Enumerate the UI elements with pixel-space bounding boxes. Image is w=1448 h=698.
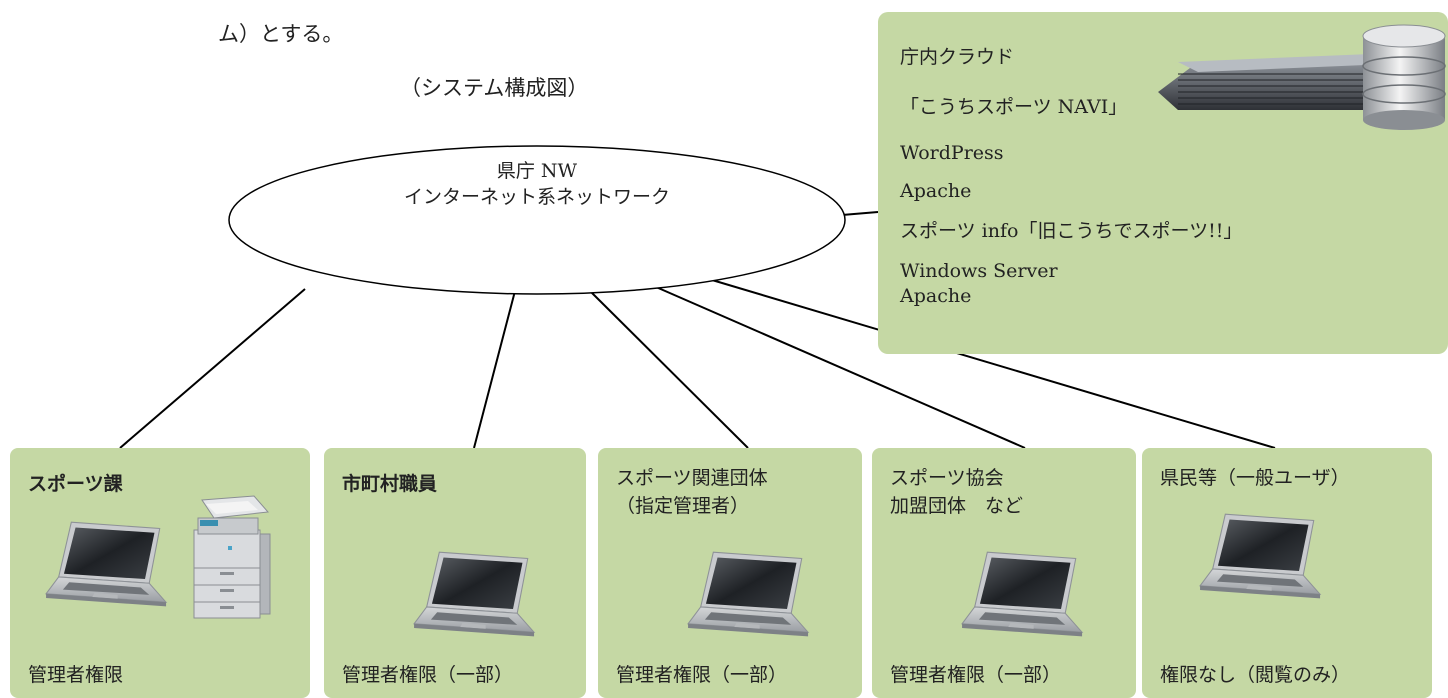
- network-name: 県庁 NW: [496, 160, 578, 182]
- link-sports-organizations: [589, 290, 749, 449]
- link-municipal-staff: [473, 290, 516, 449]
- client-permission: 管理者権限（一部）: [890, 664, 1062, 686]
- link-citizens: [711, 279, 1276, 449]
- laptop-icon: [408, 548, 538, 648]
- client-name: スポーツ関連団体: [616, 467, 768, 489]
- cloud-software-1: WordPress: [900, 142, 1004, 164]
- cloud-software-2: Apache: [900, 180, 972, 202]
- client-permission: 管理者権限（一部）: [616, 664, 788, 686]
- cloud-title: 庁内クラウド: [900, 46, 1015, 68]
- cloud-legacy-software-1: Windows Server: [900, 260, 1058, 282]
- laptop-icon: [1194, 510, 1324, 610]
- cloud-site-name: 「こうちスポーツ NAVI」: [900, 96, 1128, 118]
- laptop-icon: [956, 548, 1086, 648]
- printer-icon: [193, 495, 271, 619]
- client-permission: 管理者権限（一部）: [342, 664, 514, 686]
- client-permission: 権限なし（閲覧のみ）: [1160, 664, 1351, 686]
- laptop-icon: [40, 518, 170, 618]
- network-ellipse: [228, 145, 846, 295]
- client-name: 県民等（一般ユーザ）: [1160, 467, 1350, 489]
- client-name-block: スポーツ協会 加盟団体 など: [890, 464, 1023, 520]
- client-name-sub: （指定管理者）: [616, 495, 750, 517]
- cloud-legacy-software-2: Apache: [900, 285, 972, 307]
- database-server-icon: [1158, 24, 1446, 130]
- client-name: スポーツ課: [28, 473, 123, 495]
- link-sports-division: [119, 288, 306, 449]
- client-name-block: スポーツ関連団体 （指定管理者）: [616, 464, 768, 520]
- link-cloud: [841, 211, 879, 216]
- link-sports-association: [655, 286, 1026, 449]
- client-permission: 管理者権限: [28, 664, 124, 686]
- cloud-server-content: 庁内クラウド 「こうちスポーツ NAVI」 WordPress Apache ス…: [878, 12, 1448, 354]
- client-name: 市町村職員: [342, 473, 438, 495]
- client-box-citizens: 県民等（一般ユーザ） 権限なし（閲覧のみ）: [1142, 448, 1432, 698]
- client-box-municipal-staff: 市町村職員 管理者権限（一部）: [324, 448, 586, 698]
- laptop-icon: [682, 548, 812, 648]
- cloud-legacy-site: スポーツ info「旧こうちでスポーツ!!」: [900, 220, 1243, 242]
- client-name: スポーツ協会: [890, 467, 1004, 489]
- client-box-sports-division: スポーツ課 管理者権限: [10, 448, 310, 698]
- client-box-sports-association: スポーツ協会 加盟団体 など 管理者権限（一部）: [872, 448, 1136, 698]
- diagram-caption: （システム構成図）: [400, 76, 589, 100]
- intro-text: ム）とする。: [218, 22, 344, 46]
- client-box-sports-organizations: スポーツ関連団体 （指定管理者） 管理者権限（一部）: [598, 448, 862, 698]
- network-label: 県庁 NW インターネット系ネットワーク: [232, 158, 842, 210]
- client-name-sub: 加盟団体 など: [890, 495, 1024, 517]
- network-type: インターネット系ネットワーク: [403, 186, 670, 208]
